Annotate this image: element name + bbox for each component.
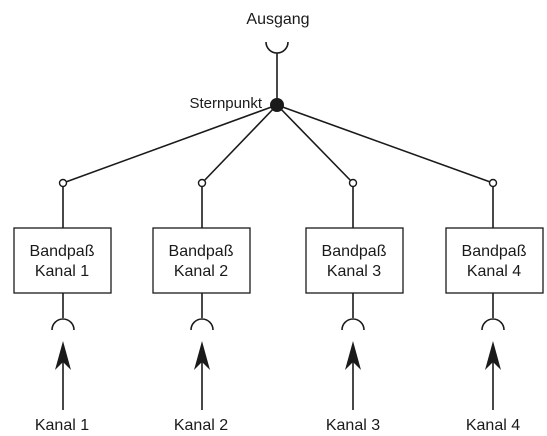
- bandpass-filter-box: [13, 227, 112, 294]
- input-label: Kanal 2: [174, 417, 228, 434]
- output-connector-icon: [265, 41, 289, 54]
- filter-label-line2: Kanal 2: [174, 263, 228, 280]
- filter-label-line1: Bandpaß: [169, 243, 234, 260]
- input-label: Kanal 3: [326, 417, 380, 434]
- filter-label-line2: Kanal 3: [327, 263, 381, 280]
- input-connector-icon: [51, 318, 75, 331]
- filter-label-line1: Bandpaß: [322, 243, 387, 260]
- output-label: Ausgang: [246, 11, 309, 28]
- input-arrow-icon: [345, 341, 361, 370]
- filter-label-line2: Kanal 4: [467, 263, 521, 280]
- bandpass-filter-box: [152, 227, 251, 294]
- filter-label-line1: Bandpaß: [462, 243, 527, 260]
- bandpass-filter-box: [445, 227, 544, 294]
- input-connector-icon: [341, 318, 365, 331]
- star-point-node: [270, 98, 284, 112]
- branch-line-4: [276, 104, 494, 184]
- channel-1: Bandpaß Kanal 1 Kanal 1: [13, 178, 112, 434]
- channel-3: Bandpaß Kanal 3 Kanal 3: [305, 178, 404, 434]
- junction-node: [488, 178, 498, 188]
- input-arrow-icon: [485, 341, 501, 370]
- input-connector-icon: [190, 318, 214, 331]
- channel-4: Bandpaß Kanal 4 Kanal 4: [445, 178, 544, 434]
- input-label: Kanal 1: [35, 417, 89, 434]
- input-arrow-icon: [55, 341, 71, 370]
- filter-label-line2: Kanal 1: [35, 263, 89, 280]
- filter-label-line1: Bandpaß: [30, 243, 95, 260]
- branch-line-2: [201, 104, 278, 184]
- star-point-label: Sternpunkt: [189, 95, 262, 112]
- branch-line-3: [276, 104, 354, 184]
- junction-node: [58, 178, 68, 188]
- input-label: Kanal 4: [466, 417, 520, 434]
- channel-2: Bandpaß Kanal 2 Kanal 2: [152, 178, 251, 434]
- junction-node: [348, 178, 358, 188]
- input-connector-icon: [481, 318, 505, 331]
- junction-node: [197, 178, 207, 188]
- input-arrow-icon: [194, 341, 210, 370]
- bandpass-filter-box: [305, 227, 404, 294]
- branch-line-1: [62, 104, 278, 184]
